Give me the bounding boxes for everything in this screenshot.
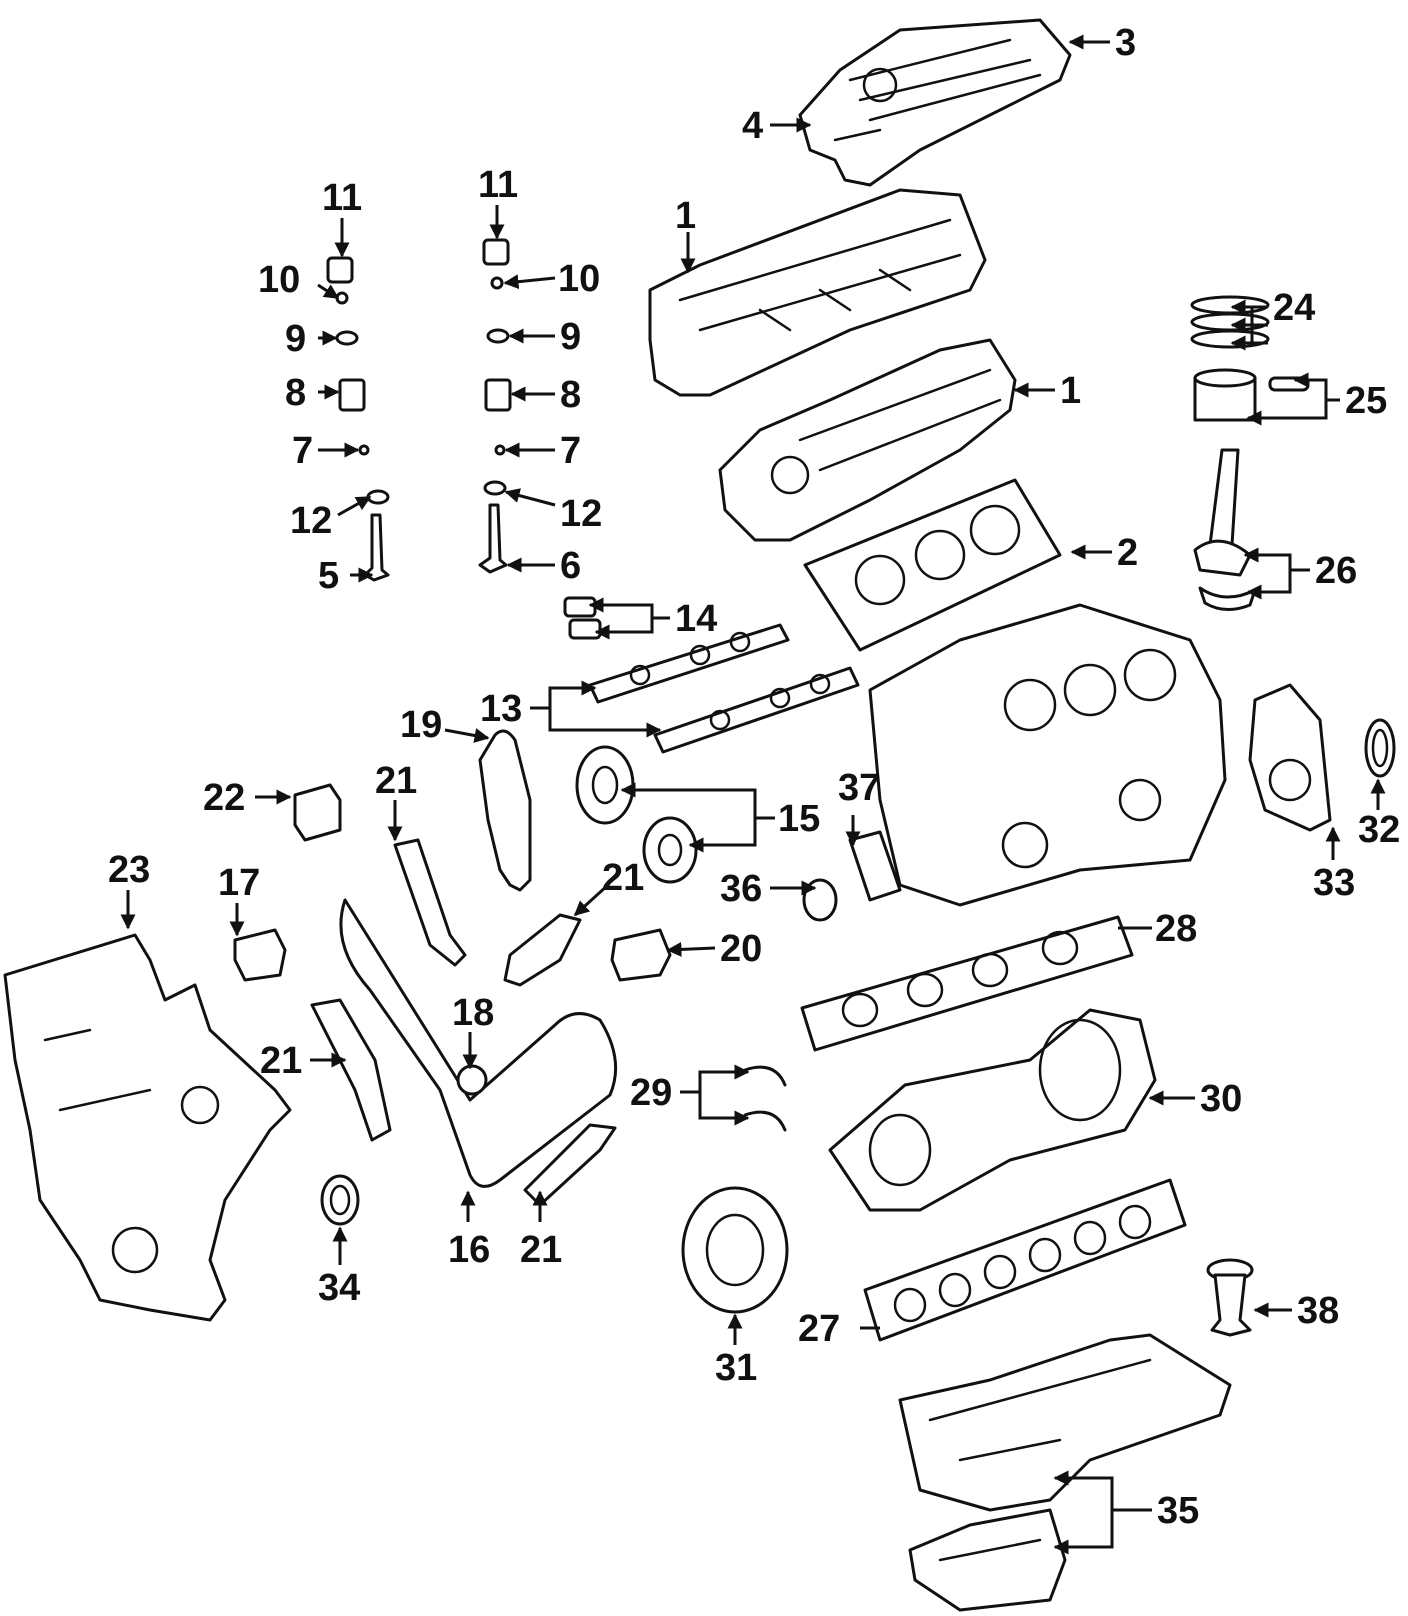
timing-cover-rear bbox=[1248, 683, 1332, 832]
callout-labels: 1 1 2 3 4 5 6 7 7 8 8 9 9 10 10 11 11 12… bbox=[108, 22, 1400, 1532]
connecting-rod bbox=[1193, 448, 1257, 611]
callout-26: 26 bbox=[1315, 550, 1357, 592]
upper-main-bearings bbox=[800, 915, 1134, 1052]
callout-1-lower: 1 bbox=[1060, 370, 1081, 412]
callout-21-left: 21 bbox=[260, 1040, 302, 1082]
callout-19: 19 bbox=[400, 704, 442, 746]
callout-29: 29 bbox=[630, 1072, 672, 1114]
timing-chain-lower bbox=[339, 898, 618, 1188]
callout-35: 35 bbox=[1157, 1490, 1199, 1532]
callout-7-right: 7 bbox=[560, 430, 581, 472]
timing-chain-upper bbox=[478, 729, 532, 892]
callout-38: 38 bbox=[1297, 1290, 1339, 1332]
rear-seal bbox=[1364, 718, 1396, 778]
callout-31: 31 bbox=[715, 1347, 757, 1389]
callout-15: 15 bbox=[778, 798, 820, 840]
callout-10-right: 10 bbox=[558, 258, 600, 300]
callout-6: 6 bbox=[560, 545, 581, 587]
callout-8-right: 8 bbox=[560, 374, 581, 416]
callout-24: 24 bbox=[1273, 287, 1315, 329]
callout-20: 20 bbox=[720, 928, 762, 970]
callout-36: 36 bbox=[720, 868, 762, 910]
front-timing-cover bbox=[3, 933, 292, 1322]
callout-11-left: 11 bbox=[322, 177, 362, 219]
callout-4: 4 bbox=[742, 105, 763, 147]
callout-10-left: 10 bbox=[258, 259, 300, 301]
callout-21-top: 21 bbox=[375, 760, 417, 802]
cylinder-head-lower bbox=[718, 338, 1017, 542]
callout-17: 17 bbox=[218, 862, 260, 904]
callout-32: 32 bbox=[1358, 809, 1400, 851]
crankshaft bbox=[828, 1008, 1157, 1212]
callout-3: 3 bbox=[1115, 22, 1136, 64]
callout-14: 14 bbox=[675, 598, 717, 640]
head-gasket bbox=[803, 478, 1062, 652]
oil-pan-lower bbox=[908, 1508, 1067, 1612]
lower-main-bearings bbox=[863, 1178, 1187, 1342]
thrust-washers bbox=[743, 1065, 787, 1132]
engine-block bbox=[868, 603, 1227, 907]
callout-11-right: 11 bbox=[478, 164, 518, 206]
piston-rings bbox=[1190, 295, 1270, 349]
callout-5: 5 bbox=[318, 555, 339, 597]
crankshaft-pulley bbox=[681, 1186, 789, 1314]
callout-13: 13 bbox=[480, 688, 522, 730]
callout-21-mid: 21 bbox=[602, 857, 644, 899]
callout-27: 27 bbox=[798, 1308, 840, 1350]
callout-23: 23 bbox=[108, 849, 150, 891]
callout-1-upper: 1 bbox=[675, 195, 696, 237]
leader-lines bbox=[120, 34, 1386, 1555]
valve-cover bbox=[798, 18, 1072, 187]
oil-pan-upper bbox=[898, 1333, 1232, 1512]
callout-18: 18 bbox=[452, 992, 494, 1034]
callout-8-left: 8 bbox=[285, 372, 306, 414]
front-seal bbox=[320, 1174, 360, 1226]
callout-30: 30 bbox=[1200, 1078, 1242, 1120]
callout-9-left: 9 bbox=[285, 318, 306, 360]
callout-12-right: 12 bbox=[560, 493, 602, 535]
tensioners bbox=[233, 783, 672, 982]
valve-train-left bbox=[326, 256, 390, 582]
small-parts-right bbox=[802, 830, 902, 922]
callout-7-left: 7 bbox=[292, 430, 313, 472]
camshafts bbox=[588, 623, 860, 754]
cam-bearing-caps bbox=[563, 596, 602, 640]
valve-train-right bbox=[478, 238, 512, 574]
callout-2: 2 bbox=[1117, 532, 1138, 574]
callout-33: 33 bbox=[1313, 862, 1355, 904]
callout-28: 28 bbox=[1155, 908, 1197, 950]
idler-sprocket bbox=[456, 1064, 488, 1096]
callout-21-bottom: 21 bbox=[520, 1229, 562, 1271]
piston bbox=[1193, 368, 1310, 422]
callout-34: 34 bbox=[318, 1267, 360, 1309]
callout-16: 16 bbox=[448, 1229, 490, 1271]
callout-25: 25 bbox=[1345, 380, 1387, 422]
cylinder-head-upper bbox=[648, 188, 987, 397]
oil-pickup bbox=[1206, 1258, 1254, 1337]
callout-9-right: 9 bbox=[560, 316, 581, 358]
callout-22: 22 bbox=[203, 777, 245, 819]
callout-37: 37 bbox=[838, 767, 880, 809]
callout-12-left: 12 bbox=[290, 500, 332, 542]
